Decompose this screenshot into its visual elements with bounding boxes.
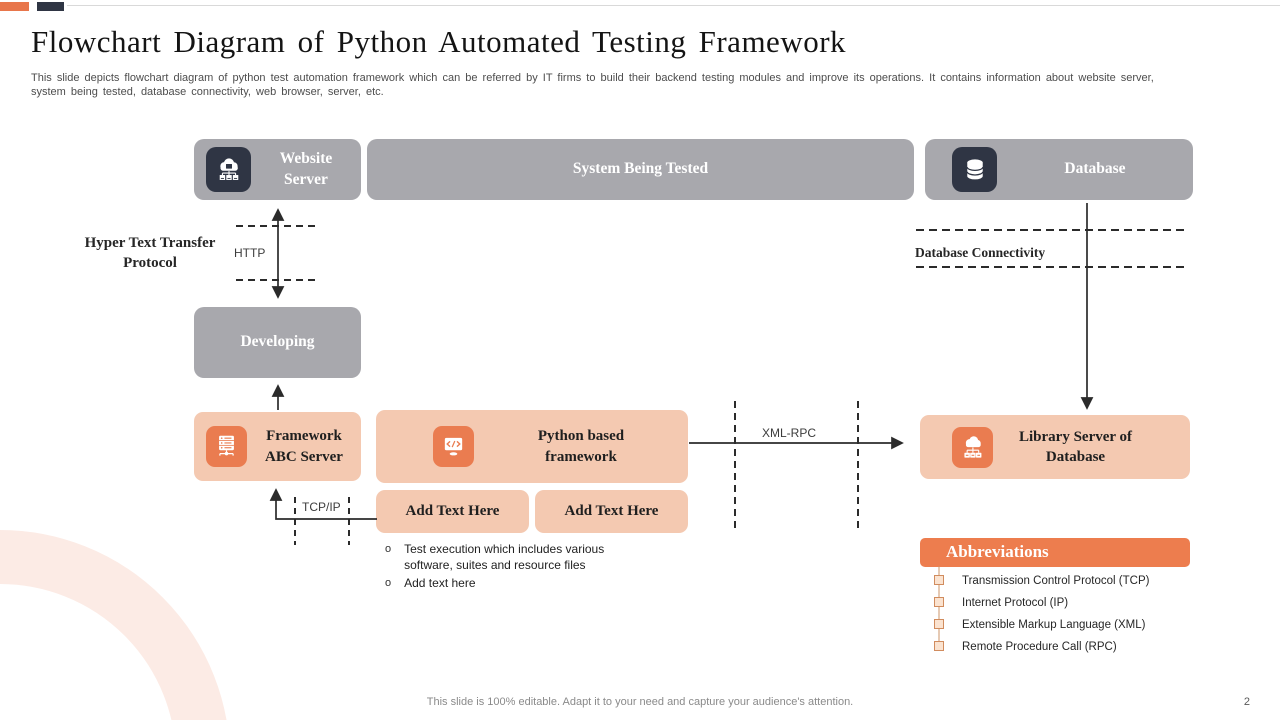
node-label: Developing (240, 333, 315, 351)
page-title: Flowchart Diagram of Python Automated Te… (31, 24, 847, 59)
add-text-placeholder-left: Add Text Here (376, 490, 529, 533)
decor-ring (0, 530, 230, 720)
node-label: System Being Tested (572, 160, 709, 178)
note-text: Test execution which includes various so… (404, 542, 605, 572)
abbr-bullet-square (934, 641, 944, 651)
abbr-bullet-square (934, 597, 944, 607)
abbr-bullet-square (934, 575, 944, 585)
node-database: Database (925, 139, 1193, 200)
node-system-being-tested: System Being Tested (367, 139, 914, 200)
footer-note: This slide is 100% editable. Adapt it to… (426, 696, 854, 708)
note-text: Add text here (404, 575, 476, 590)
placeholder-label: Add Text Here (405, 503, 500, 520)
abbr-bullet-square (934, 619, 944, 629)
node-framework-abc-server: Framework ABC Server (194, 412, 361, 481)
cloud-server-icon (206, 147, 251, 192)
database-cylinder-icon (952, 147, 997, 192)
node-developing: Developing (194, 307, 361, 378)
node-label: Library Server of Database (1018, 428, 1133, 465)
cloud-network-icon (952, 426, 993, 468)
abbreviation-item: Remote Procedure Call (RPC) (962, 641, 1117, 653)
hyper-text-protocol-label: Hyper Text Transfer Protocol (84, 235, 216, 271)
tcp-ip-label: TCP/IP (302, 500, 341, 514)
code-monitor-icon (433, 426, 474, 467)
abbreviations-header: Abbreviations (920, 538, 1190, 567)
list-item: o Test execution which includes various … (385, 542, 655, 574)
server-rack-icon (206, 426, 247, 467)
page-number: 2 (1243, 696, 1250, 708)
abbreviation-item: Internet Protocol (IP) (962, 597, 1069, 609)
node-website-server: Website Server (194, 139, 361, 200)
decor-bar-navy (37, 2, 64, 11)
decor-top-rule (67, 5, 1280, 6)
node-library-server: Library Server of Database (920, 415, 1190, 479)
slide-description: This slide depicts flowchart diagram of … (31, 72, 1154, 98)
abbreviation-item: Extensible Markup Language (XML) (962, 619, 1146, 631)
decor-bar-orange (0, 2, 29, 11)
node-python-framework: Python based framework (376, 410, 688, 483)
node-label: Database (1064, 160, 1126, 178)
bullet-marker: o (385, 543, 392, 555)
placeholder-label: Add Text Here (564, 503, 659, 520)
abbreviation-item: Transmission Control Protocol (TCP) (962, 575, 1150, 587)
add-text-placeholder-right: Add Text Here (535, 490, 688, 533)
node-label: Python based framework (537, 428, 625, 465)
list-item: o Add text here (385, 576, 655, 592)
bullet-marker: o (385, 576, 392, 589)
node-label: Website Server (279, 149, 333, 188)
database-connectivity-label: Database Connectivity (915, 245, 1046, 260)
xml-rpc-label: XML-RPC (762, 426, 817, 440)
node-label: Framework ABC Server (265, 428, 343, 465)
http-label: HTTP (234, 246, 266, 260)
notes-list: o Test execution which includes various … (385, 542, 655, 594)
